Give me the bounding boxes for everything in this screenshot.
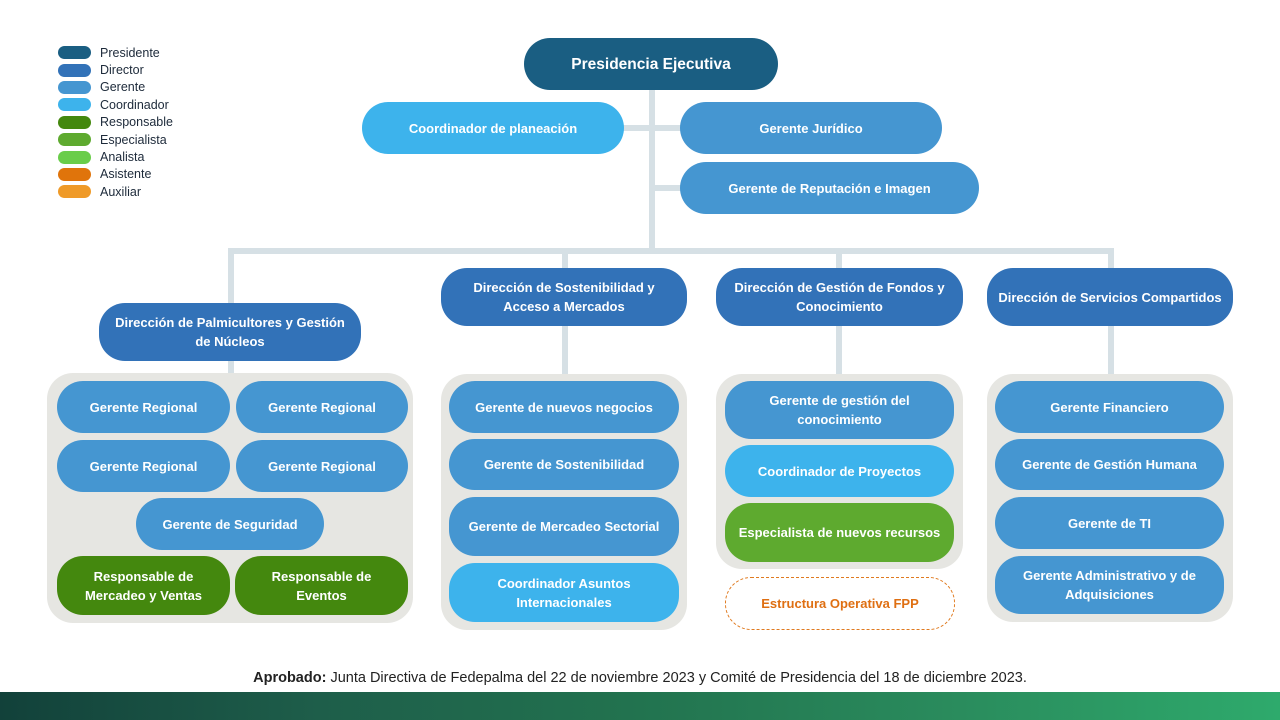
legend-item-analista: Analista bbox=[58, 148, 173, 165]
legend-swatch bbox=[58, 150, 91, 164]
node-gerente-seguridad[interactable]: Gerente de Seguridad bbox=[136, 498, 324, 550]
connector-dir-3 bbox=[836, 248, 842, 270]
node-gerente-regional-1[interactable]: Gerente Regional bbox=[57, 381, 230, 433]
legend-item-asistente: Asistente bbox=[58, 166, 173, 183]
node-coordinador-proyectos[interactable]: Coordinador de Proyectos bbox=[725, 445, 954, 497]
connector-dir-4-down bbox=[1108, 325, 1114, 377]
node-especialista-nuevos-recursos[interactable]: Especialista de nuevos recursos bbox=[725, 503, 954, 562]
node-gerente-gestion-conocimiento[interactable]: Gerente de gestión del conocimiento bbox=[725, 381, 954, 439]
legend-label: Director bbox=[100, 63, 144, 78]
legend-swatch bbox=[58, 167, 91, 181]
node-gerente-financiero[interactable]: Gerente Financiero bbox=[995, 381, 1224, 433]
connector-dir-2-down bbox=[562, 325, 568, 377]
connector-dir-1 bbox=[228, 248, 234, 304]
node-gerente-nuevos-negocios[interactable]: Gerente de nuevos negocios bbox=[449, 381, 679, 433]
node-gerente-ti[interactable]: Gerente de TI bbox=[995, 497, 1224, 549]
connector-dir-4 bbox=[1108, 248, 1114, 270]
legend-swatch bbox=[58, 80, 91, 94]
legend-label: Gerente bbox=[100, 80, 146, 95]
connector-staff-reputacion bbox=[649, 185, 682, 191]
bottom-decorative-band bbox=[0, 692, 1280, 720]
legend-label: Auxiliar bbox=[100, 184, 141, 199]
legend-item-responsable: Responsable bbox=[58, 114, 173, 131]
legend-label: Asistente bbox=[100, 167, 152, 182]
legend-swatch bbox=[58, 115, 91, 129]
legend-swatch bbox=[58, 133, 91, 147]
connector-trunk bbox=[649, 88, 655, 254]
legend-label: Responsable bbox=[100, 115, 173, 130]
node-gerente-regional-3[interactable]: Gerente Regional bbox=[57, 440, 230, 492]
approval-note: Aprobado: Junta Directiva de Fedepalma d… bbox=[0, 670, 1280, 686]
legend: Presidente Director Gerente Coordinador … bbox=[58, 44, 173, 201]
legend-label: Analista bbox=[100, 150, 145, 165]
legend-item-presidente: Presidente bbox=[58, 44, 173, 61]
legend-item-coordinador: Coordinador bbox=[58, 96, 173, 113]
connector-staff-top bbox=[622, 125, 682, 131]
node-direccion-sostenibilidad[interactable]: Dirección de Sostenibilidad y Acceso a M… bbox=[441, 268, 687, 326]
legend-swatch bbox=[58, 63, 91, 77]
approval-text: Junta Directiva de Fedepalma del 22 de n… bbox=[326, 670, 1027, 686]
node-gerente-juridico[interactable]: Gerente Jurídico bbox=[680, 102, 942, 154]
connector-dir-3-down bbox=[836, 325, 842, 377]
legend-label: Especialista bbox=[100, 132, 167, 147]
legend-item-especialista: Especialista bbox=[58, 131, 173, 148]
node-coordinador-planeacion[interactable]: Coordinador de planeación bbox=[362, 102, 624, 154]
legend-label: Presidente bbox=[100, 45, 160, 60]
connector-dir-2 bbox=[562, 248, 568, 270]
node-responsable-eventos[interactable]: Responsable de Eventos bbox=[235, 556, 408, 615]
connector-dir-1-down bbox=[228, 360, 234, 376]
node-coordinador-asuntos-internacionales[interactable]: Coordinador Asuntos Internacionales bbox=[449, 563, 679, 622]
node-gerente-regional-2[interactable]: Gerente Regional bbox=[236, 381, 408, 433]
node-direccion-palmicultores[interactable]: Dirección de Palmicultores y Gestión de … bbox=[99, 303, 361, 361]
node-responsable-mercadeo-ventas[interactable]: Responsable de Mercadeo y Ventas bbox=[57, 556, 230, 615]
node-direccion-gestion-fondos[interactable]: Dirección de Gestión de Fondos y Conocim… bbox=[716, 268, 963, 326]
node-gerente-reputacion[interactable]: Gerente de Reputación e Imagen bbox=[680, 162, 979, 214]
approval-label: Aprobado: bbox=[253, 670, 327, 686]
legend-swatch bbox=[58, 98, 91, 112]
legend-item-gerente: Gerente bbox=[58, 79, 173, 96]
node-gerente-sostenibilidad[interactable]: Gerente de Sostenibilidad bbox=[449, 439, 679, 490]
node-estructura-operativa-fpp[interactable]: Estructura Operativa FPP bbox=[725, 577, 955, 630]
legend-swatch bbox=[58, 185, 91, 199]
node-direccion-servicios-compartidos[interactable]: Dirección de Servicios Compartidos bbox=[987, 268, 1233, 326]
node-gerente-regional-4[interactable]: Gerente Regional bbox=[236, 440, 408, 492]
legend-item-auxiliar: Auxiliar bbox=[58, 183, 173, 200]
legend-label: Coordinador bbox=[100, 97, 169, 112]
legend-item-director: Director bbox=[58, 61, 173, 78]
node-gerente-administrativo[interactable]: Gerente Administrativo y de Adquisicione… bbox=[995, 556, 1224, 614]
legend-swatch bbox=[58, 46, 91, 60]
node-presidencia-ejecutiva[interactable]: Presidencia Ejecutiva bbox=[524, 38, 778, 90]
node-gerente-gestion-humana[interactable]: Gerente de Gestión Humana bbox=[995, 439, 1224, 490]
node-gerente-mercadeo-sectorial[interactable]: Gerente de Mercadeo Sectorial bbox=[449, 497, 679, 556]
connector-directions-bar bbox=[228, 248, 1114, 254]
